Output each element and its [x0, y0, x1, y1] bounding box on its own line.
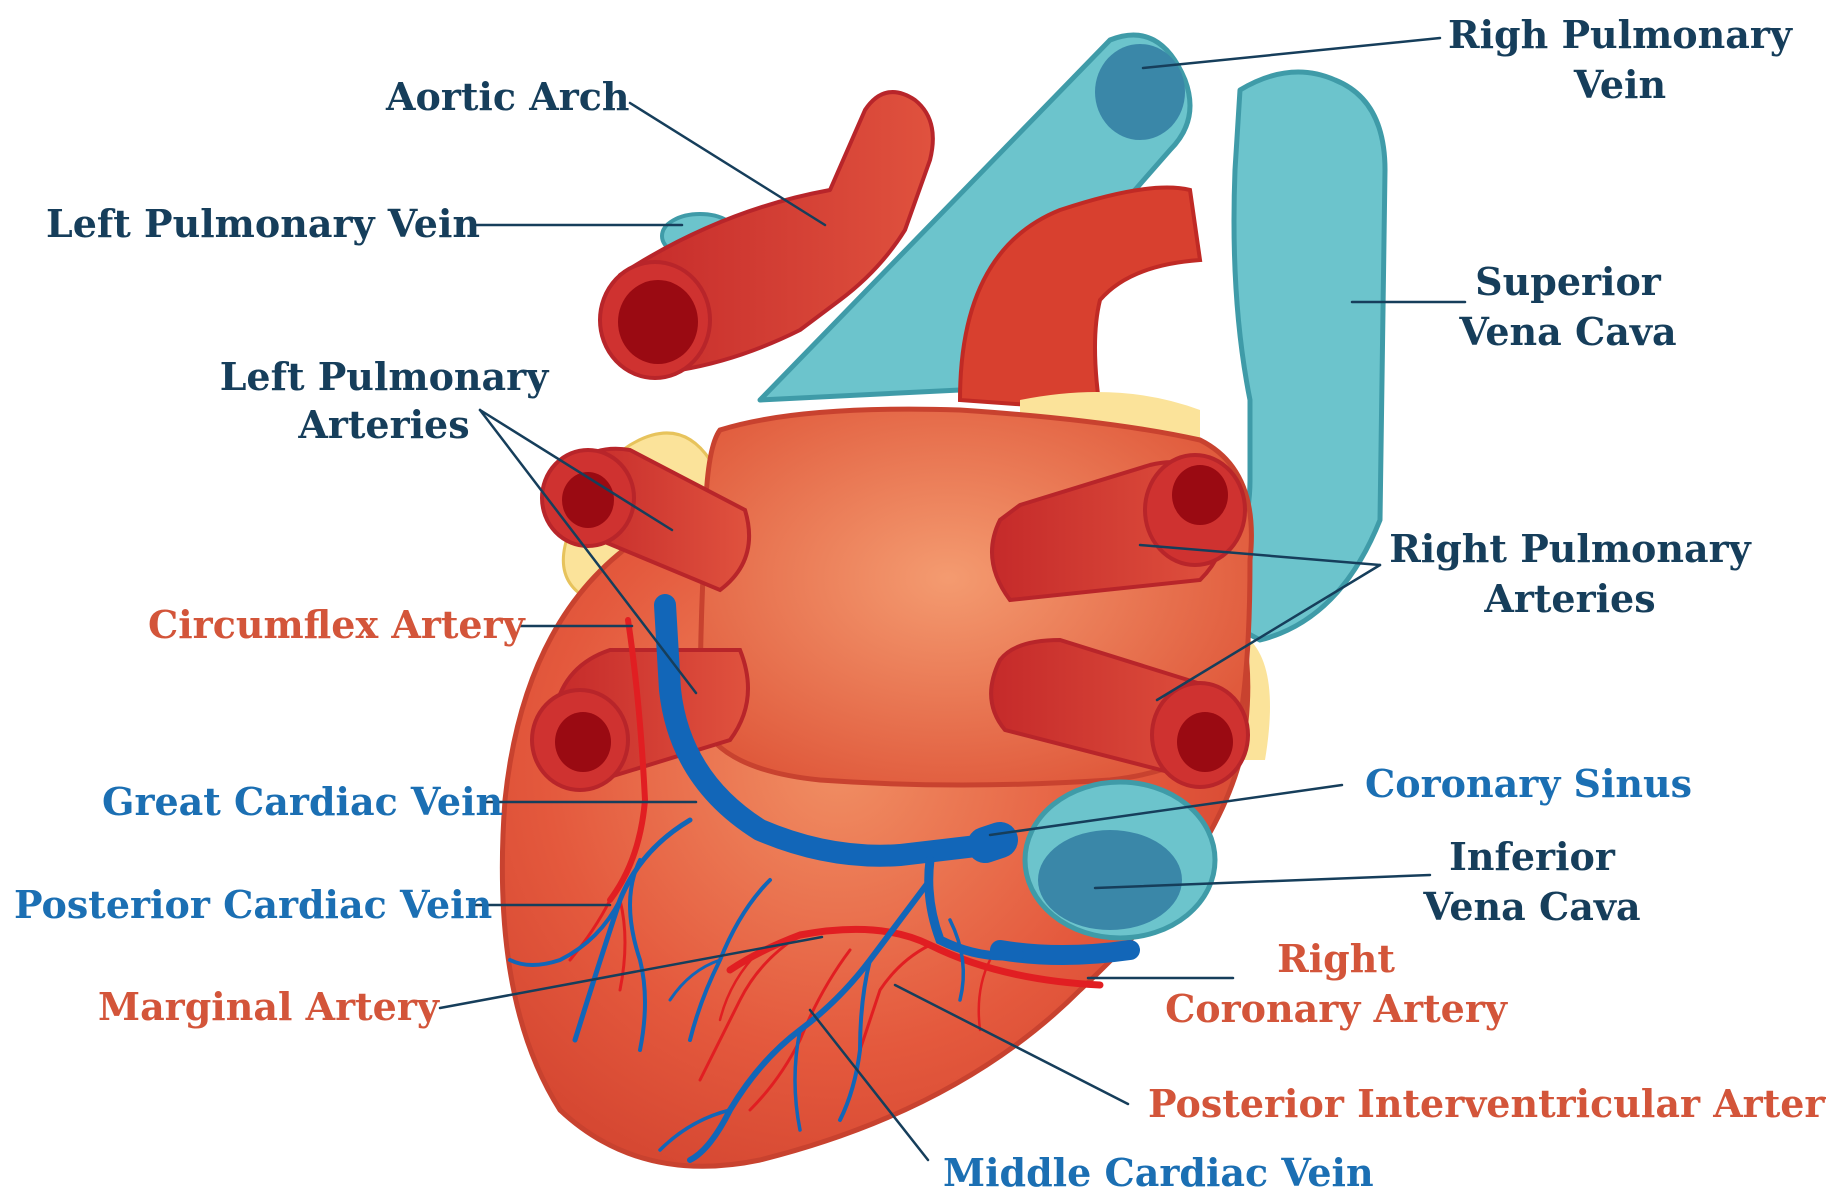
- label-posterior-cardiac-vein: Posterior Cardiac Vein: [14, 882, 492, 927]
- label-middle-cardiac-vein: Middle Cardiac Vein: [943, 1150, 1374, 1192]
- label-posterior-interventricular-artery: Posterior Interventricular Artery: [1148, 1081, 1826, 1126]
- label-right-pulmonary-vein-line1: Righ Pulmonary: [1448, 12, 1793, 57]
- label-inferior-vena-cava-line2: Vena Cava: [1422, 884, 1640, 929]
- label-right-pulmonary-arteries-line1: Right Pulmonary: [1389, 526, 1751, 571]
- label-right-coronary-artery-line2: Coronary Artery: [1165, 986, 1508, 1031]
- leader-aortic-arch: [630, 103, 825, 225]
- inferior-vena-cava-shape: [1025, 782, 1215, 938]
- label-aortic-arch: Aortic Arch: [385, 74, 629, 119]
- label-superior-vena-cava-line2: Vena Cava: [1458, 309, 1676, 354]
- label-left-pulmonary-vein: Left Pulmonary Vein: [46, 201, 480, 246]
- label-right-coronary-artery-line1: Right: [1277, 936, 1395, 981]
- label-superior-vena-cava-line1: Superior: [1475, 259, 1662, 304]
- label-marginal-artery: Marginal Artery: [98, 984, 440, 1029]
- label-left-pulmonary-arteries-line1: Left Pulmonary: [220, 354, 549, 399]
- label-circumflex-artery: Circumflex Artery: [148, 602, 526, 647]
- label-left-pulmonary-arteries-line2: Arteries: [297, 402, 469, 447]
- label-right-pulmonary-arteries-line2: Arteries: [1483, 576, 1655, 621]
- leader-right-pulmonary-vein: [1143, 38, 1440, 68]
- label-right-pulmonary-vein-line2: Vein: [1573, 62, 1666, 107]
- label-inferior-vena-cava-line1: Inferior: [1449, 834, 1616, 879]
- label-coronary-sinus: Coronary Sinus: [1365, 761, 1692, 806]
- label-great-cardiac-vein: Great Cardiac Vein: [102, 779, 503, 824]
